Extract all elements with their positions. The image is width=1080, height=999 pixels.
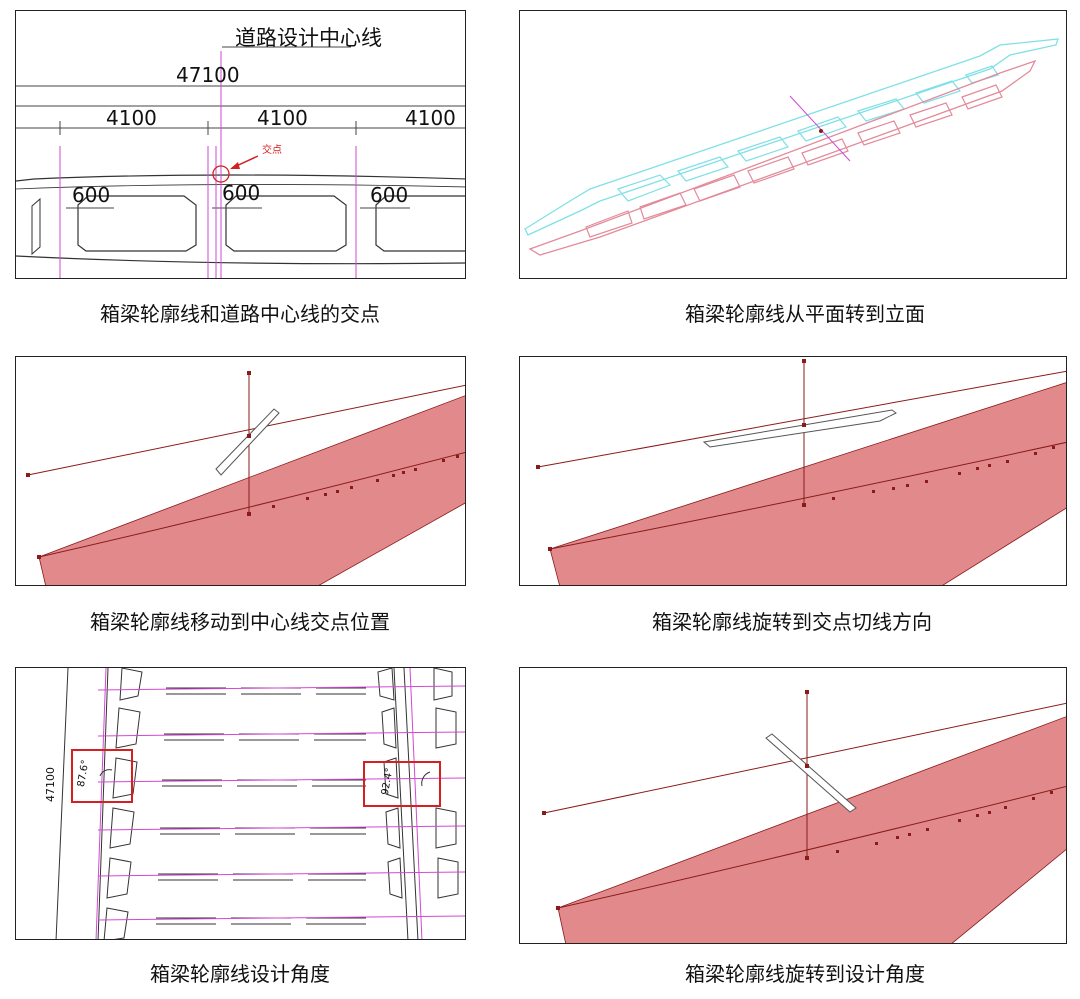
span-mid-label: 4100 — [257, 106, 308, 130]
panel-intersection: 道路设计中心线 47100 4100 4100 4100 600 600 600… — [15, 10, 466, 279]
web-left-label: 600 — [72, 183, 111, 207]
dimension-label: 47100 — [44, 767, 57, 802]
caption-panel-6: 箱梁轮廓线旋转到设计角度 — [685, 962, 925, 986]
panel-plan-to-elevation — [519, 10, 1067, 279]
centerline-label: 道路设计中心线 — [235, 26, 382, 50]
web-mid-label: 600 — [222, 181, 261, 205]
total-width-label: 47100 — [176, 63, 240, 87]
caption-panel-5: 箱梁轮廓线设计角度 — [150, 962, 330, 986]
panel-5-drawing — [55, 668, 465, 939]
panel-rotate-to-tangent — [519, 356, 1067, 586]
caption-panel-3: 箱梁轮廓线移动到中心线交点位置 — [90, 610, 390, 634]
caption-panel-2: 箱梁轮廓线从平面转到立面 — [685, 302, 925, 326]
panel-2-drawing — [524, 38, 1059, 256]
panel-1-drawing — [16, 46, 465, 278]
panel-design-angle: 47100 87.6° 92.4° — [15, 667, 466, 940]
panel-rotate-to-design-angle — [519, 667, 1067, 944]
span-right-label: 4100 — [405, 106, 456, 130]
panel-6-drawing — [542, 690, 1066, 943]
panel-3-drawing — [26, 371, 465, 585]
span-left-label: 4100 — [106, 106, 157, 130]
caption-panel-4: 箱梁轮廓线旋转到交点切线方向 — [652, 610, 932, 634]
caption-panel-1: 箱梁轮廓线和道路中心线的交点 — [100, 302, 380, 326]
intersection-label: 交点 — [262, 145, 282, 156]
panel-4-drawing — [536, 359, 1066, 585]
panel-move-to-intersection — [15, 356, 466, 586]
web-right-label: 600 — [370, 183, 409, 207]
